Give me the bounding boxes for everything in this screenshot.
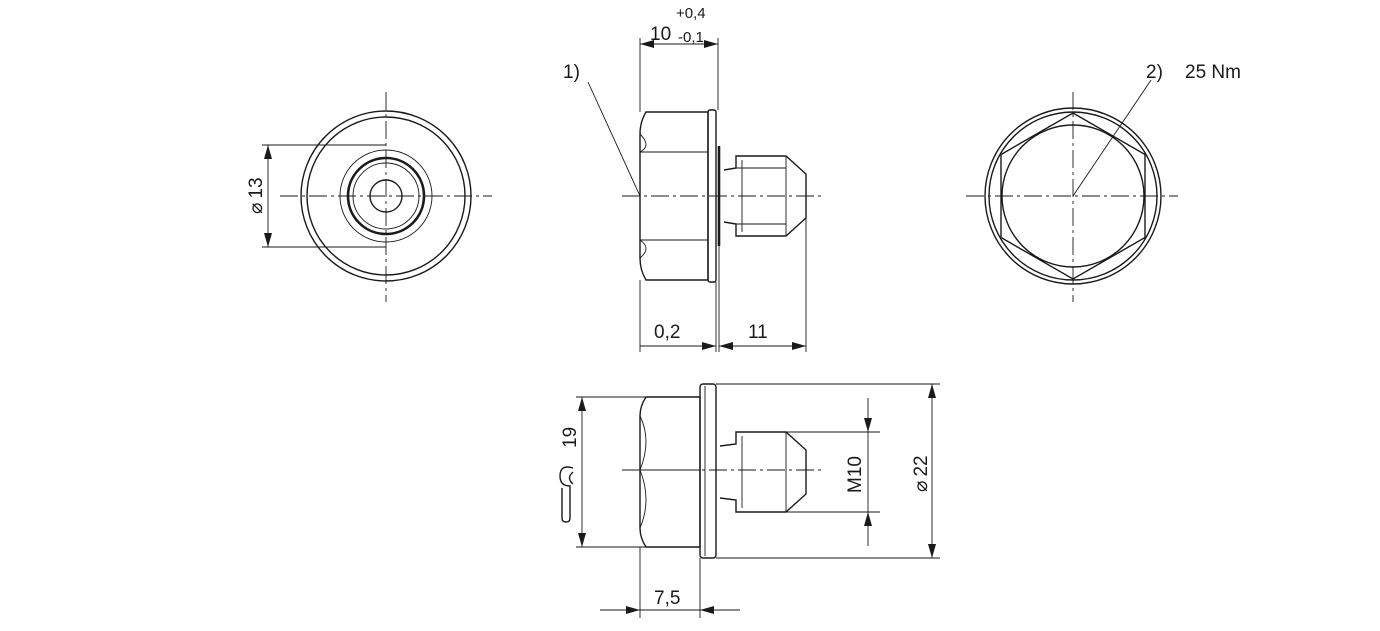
flange <box>699 383 717 559</box>
flange-inner-circle <box>988 111 1158 281</box>
note-1-label: 1) <box>563 62 580 83</box>
torque-label: 25 Nm <box>1185 62 1241 83</box>
hex-chamfer-upper <box>639 133 647 153</box>
seal-inner-circle <box>352 162 420 230</box>
tolerance-upper: +0,4 <box>676 5 706 22</box>
thread-shank <box>723 155 807 237</box>
head-height-label: 7,5 <box>654 588 680 609</box>
flange-outer-circle <box>984 107 1162 285</box>
bottom-side-view: 19 M10 ⌀22 7,5 <box>559 383 940 618</box>
hex-head-outline <box>639 396 701 548</box>
gap-label: 0,2 <box>654 322 680 343</box>
hex-across-flats-label: 19 <box>560 427 581 448</box>
hex-chamfer-lower <box>639 469 647 529</box>
flange-outer-circle <box>300 110 472 282</box>
tolerance-lower: -0,1 <box>678 29 704 46</box>
flange-inner-circle <box>306 116 466 276</box>
wrench-icon <box>559 466 574 523</box>
left-front-view: ⌀13 <box>246 92 492 302</box>
hex-outline <box>1000 112 1146 280</box>
hex-head-outline <box>639 111 709 281</box>
hex-chamfer-upper <box>639 415 647 471</box>
note-2-label: 2) <box>1146 62 1163 83</box>
flange <box>707 109 717 283</box>
hex-chamfer-lower <box>639 239 647 259</box>
socket-circle <box>369 179 403 213</box>
flange-diameter-label: ⌀22 <box>911 455 932 492</box>
seal-diameter-label: ⌀13 <box>246 177 267 214</box>
thread-length-label: 11 <box>748 322 768 343</box>
thread-label: M10 <box>845 456 866 493</box>
length-label: 10 <box>650 24 671 45</box>
right-hex-view: 2) 25 Nm <box>966 62 1241 302</box>
leader-note-1 <box>587 81 641 197</box>
hex-chamfer-circle <box>1001 124 1145 268</box>
center-side-view: 10 +0,4 -0,1 1) 0,2 11 <box>563 5 822 352</box>
leader-note-2 <box>1072 79 1152 197</box>
seal-ring <box>346 156 426 236</box>
seal-outer-circle <box>339 149 433 243</box>
thread-shank <box>719 431 807 513</box>
